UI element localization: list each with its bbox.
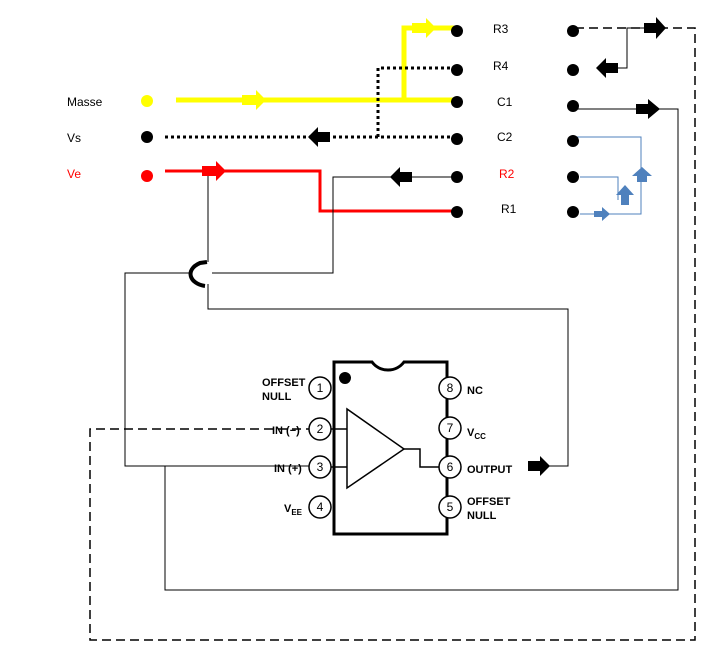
c1-left-dot[interactable]	[451, 96, 463, 108]
arrow-vs-left	[308, 127, 330, 147]
label-ve: Ve	[67, 167, 81, 181]
pin-3: 3	[308, 455, 332, 479]
label-offset-null-left-1: OFFSET	[262, 377, 306, 389]
pin-8: 8	[438, 376, 462, 400]
pin-7: 7	[438, 416, 462, 440]
label-offset-null-left-2: NULL	[262, 391, 292, 403]
pin-5: 5	[438, 495, 462, 519]
svg-text:3: 3	[317, 460, 324, 474]
r4-right-dot[interactable]	[567, 64, 579, 76]
arrow-yellow-r3	[412, 18, 436, 38]
c2-left-dot[interactable]	[451, 133, 463, 145]
masse-dot[interactable]	[141, 95, 153, 107]
label-c2: C2	[497, 130, 513, 144]
r1-left-dot[interactable]	[451, 206, 463, 218]
arrow-yellow-masse	[242, 90, 266, 110]
vs-dot[interactable]	[141, 131, 153, 143]
pin-1: 1	[308, 376, 332, 400]
r4-left-dot[interactable]	[451, 64, 463, 76]
label-in-plus: IN (+)	[274, 463, 302, 475]
label-c1: C1	[497, 95, 513, 109]
label-r2: R2	[499, 167, 515, 181]
svg-text:2: 2	[317, 422, 324, 436]
arrow-blue-up-1	[616, 185, 634, 205]
r2-right-dot[interactable]	[567, 171, 579, 183]
label-r3: R3	[493, 22, 509, 36]
label-r1: R1	[501, 202, 517, 216]
label-in-minus: IN (−)	[272, 425, 300, 437]
ve-dot[interactable]	[141, 170, 153, 182]
masse-wire	[176, 25, 455, 103]
output-loop-wire	[207, 171, 569, 467]
opamp-triangle	[346, 407, 406, 490]
label-vcc: VCC	[467, 427, 486, 441]
r3-r4-bracket	[612, 27, 645, 69]
label-masse: Masse	[67, 95, 103, 109]
label-output: OUTPUT	[467, 464, 513, 476]
label-offset-null-right-1: OFFSET	[467, 496, 511, 508]
arrow-r2-left	[390, 167, 412, 187]
c2-right-dot[interactable]	[567, 135, 579, 147]
svg-text:4: 4	[317, 500, 324, 514]
svg-text:8: 8	[447, 381, 454, 395]
svg-text:1: 1	[317, 381, 324, 395]
label-offset-null-right-2: NULL	[467, 510, 497, 522]
r1-right-dot[interactable]	[567, 206, 579, 218]
ve-wire	[165, 169, 455, 213]
pin-6: 6	[438, 455, 462, 479]
svg-text:7: 7	[447, 421, 454, 435]
pin-4: 4	[308, 495, 332, 519]
r3-left-dot[interactable]	[451, 25, 463, 37]
label-vee: VEE	[284, 503, 303, 517]
pin-2: 2	[308, 417, 332, 441]
crossover-hop	[188, 260, 208, 288]
r3-right-dot[interactable]	[567, 25, 579, 37]
c1-right-dot[interactable]	[567, 100, 579, 112]
arrow-blue-r1	[594, 207, 610, 221]
arrow-output-right	[528, 456, 550, 476]
svg-text:6: 6	[447, 460, 454, 474]
arrow-blue-up-2	[632, 167, 652, 182]
arrow-r3-right	[644, 17, 666, 39]
svg-text:5: 5	[447, 500, 454, 514]
label-nc: NC	[467, 385, 483, 397]
r3-dashed-loop	[89, 27, 696, 641]
opamp-ic: 1 2 3 4 8 7 6 5	[262, 360, 513, 536]
blue-wire	[575, 136, 642, 215]
pin1-marker	[339, 372, 351, 384]
arrow-r4-left	[596, 58, 618, 78]
label-vs: Vs	[67, 131, 81, 145]
arrow-c1-right	[636, 99, 660, 119]
r2-left-dot[interactable]	[451, 171, 463, 183]
arrow-ve-right	[202, 161, 226, 181]
label-r4: R4	[493, 59, 509, 73]
